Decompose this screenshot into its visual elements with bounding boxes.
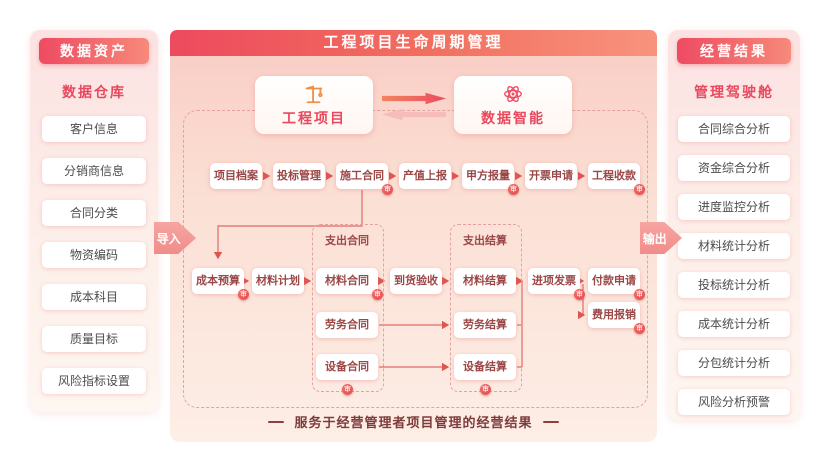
approval-badge: 审	[634, 323, 645, 334]
engineering-project-label: 工程项目	[282, 109, 346, 126]
node-construction-contract: 施工合同	[336, 163, 388, 189]
node-cost-budget: 成本预算	[192, 268, 244, 294]
approval-badge: 审	[574, 289, 585, 300]
list-item-fund-analysis: 资金综合分析	[678, 155, 790, 181]
approval-badge: 审	[342, 384, 353, 395]
lifecycle-body: 工程项目 数据智能 项目档案 投标管理 施工合同 产值上报 甲方报量 开票申请 …	[170, 56, 657, 442]
arrow-left-icon	[382, 108, 446, 121]
lifecycle-header: 工程项目生命周期管理	[170, 30, 657, 56]
business-results-header: 经营结果	[677, 38, 791, 64]
node-payment-request: 付款申请	[588, 268, 640, 294]
list-item-contract-category: 合同分类	[42, 200, 146, 226]
list-item-quality-target: 质量目标	[42, 326, 146, 352]
management-cockpit-title: 管理驾驶舱	[694, 84, 774, 100]
approval-badge: 审	[382, 184, 393, 195]
data-assets-header: 数据资产	[38, 38, 150, 64]
bottom-caption: 服务于经营管理者项目管理的经营结果	[170, 412, 657, 431]
flow-boundary	[183, 110, 648, 408]
node-material-plan: 材料计划	[252, 268, 304, 294]
node-bid-management: 投标管理	[273, 163, 325, 189]
data-assets-panel: 数据资产 数据仓库 客户信息 分销商信息 合同分类 物资编码 成本科目 质量目标…	[30, 30, 158, 412]
list-item-risk-warning: 风险分析预警	[678, 389, 790, 415]
node-equipment-settlement: 设备结算	[454, 354, 516, 380]
data-intelligence-label: 数据智能	[481, 109, 545, 126]
approval-badge: 审	[372, 289, 383, 300]
list-item-subcontract-analysis: 分包统计分析	[678, 350, 790, 376]
crane-icon	[305, 85, 323, 103]
list-item-progress-analysis: 进度监控分析	[678, 194, 790, 220]
list-item-material-analysis: 材料统计分析	[678, 233, 790, 259]
list-item-cost-subject: 成本科目	[42, 284, 146, 310]
list-item-material-code: 物资编码	[42, 242, 146, 268]
caption-dash	[268, 420, 285, 423]
caption-text: 服务于经营管理者项目管理的经营结果	[294, 415, 533, 430]
list-item-distributor-info: 分销商信息	[42, 158, 146, 184]
node-invoice-request: 开票申请	[525, 163, 577, 189]
approval-badge: 审	[634, 289, 645, 300]
expenditure-contract-label: 支出合同	[325, 235, 369, 247]
node-owner-measurement: 甲方报量	[462, 163, 514, 189]
list-item-cost-analysis: 成本统计分析	[678, 311, 790, 337]
node-input-invoice: 进项发票	[528, 268, 580, 294]
node-project-receipt: 工程收款	[588, 163, 640, 189]
node-output-report: 产值上报	[399, 163, 451, 189]
export-arrow-label: 输出	[642, 231, 667, 246]
atom-icon	[504, 85, 522, 102]
approval-badge: 审	[634, 184, 645, 195]
caption-dash	[542, 420, 559, 423]
data-warehouse-title: 数据仓库	[62, 84, 126, 100]
list-item-customer-info: 客户信息	[42, 116, 146, 142]
engineering-project-box: 工程项目	[255, 76, 373, 134]
arrow-right-icon	[382, 92, 446, 105]
data-intelligence-box: 数据智能	[454, 76, 572, 134]
import-arrow-label: 导入	[156, 231, 181, 246]
approval-badge: 审	[238, 289, 249, 300]
node-material-settlement: 材料结算	[454, 268, 516, 294]
node-expense-claim: 费用报销	[588, 302, 640, 328]
node-labor-settlement: 劳务结算	[454, 312, 516, 338]
list-item-risk-indicator: 风险指标设置	[42, 368, 146, 394]
node-equipment-contract: 设备合同	[316, 354, 378, 380]
node-project-archive: 项目档案	[210, 163, 262, 189]
approval-badge: 审	[480, 384, 491, 395]
approval-badge: 审	[508, 184, 519, 195]
business-results-panel: 经营结果 管理驾驶舱 合同综合分析 资金综合分析 进度监控分析 材料统计分析 投…	[668, 30, 800, 420]
lifecycle-panel: 工程项目生命周期管理	[170, 30, 657, 442]
node-arrival-acceptance: 到货验收	[390, 268, 442, 294]
list-item-contract-analysis: 合同综合分析	[678, 116, 790, 142]
expenditure-settlement-label: 支出结算	[463, 235, 507, 247]
list-item-bidding-analysis: 投标统计分析	[678, 272, 790, 298]
node-material-contract: 材料合同	[316, 268, 378, 294]
node-labor-contract: 劳务合同	[316, 312, 378, 338]
